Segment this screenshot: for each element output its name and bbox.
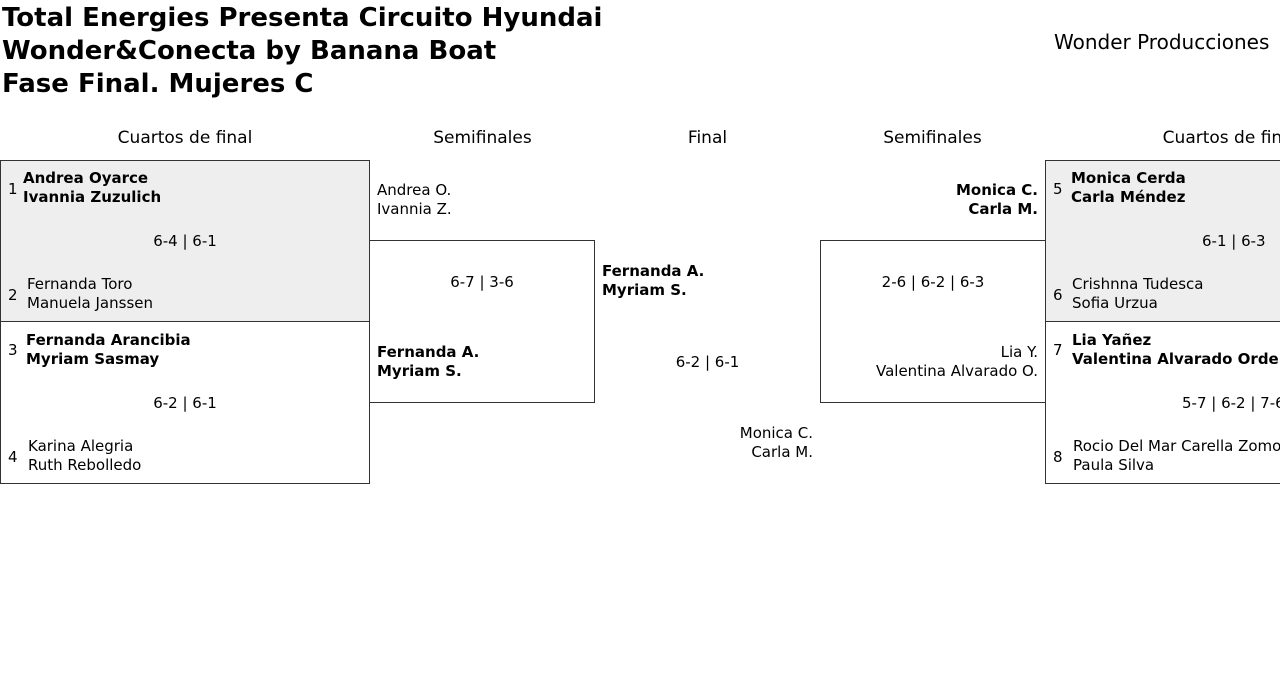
match-score: 2-6 | 6-2 | 6-3 [881,273,985,291]
player-name: Fernanda A. [377,343,480,361]
right-qf-match-2[interactable]: 7 Lia Yañez Valentina Alvarado Ordenes 5… [1045,321,1280,484]
team-a-names: Monica Cerda Carla Méndez [1071,169,1186,207]
seed-number: 3 [8,341,18,359]
player-name: Lia Y. [1000,343,1038,361]
final-team-b: Monica C. Carla M. [640,424,813,462]
right-sf-team-a: Monica C. Carla M. [860,181,1038,219]
left-qf-match-2[interactable]: 3 Fernanda Arancibia Myriam Sasmay 6-2 |… [0,321,370,484]
seed-number: 8 [1053,448,1063,466]
match-score: 6-2 | 6-1 [153,394,217,412]
player-name: Ivannia Z. [377,200,452,218]
seed-number: 6 [1053,286,1063,304]
player-name: Myriam S. [377,362,462,380]
player-name: Rocio Del Mar Carella Zomosa [1073,437,1280,455]
left-sf-match[interactable]: 6-7 | 3-6 Fernanda A. Myriam S. [369,240,595,403]
player-name: Fernanda A. [602,262,705,280]
player-name: Manuela Janssen [27,294,153,312]
left-sf-team-b: Fernanda A. Myriam S. [377,343,479,381]
team-b-names: Crishnna Tudesca Sofia Urzua [1072,275,1204,313]
match-score: 6-7 | 3-6 [450,273,514,291]
player-name: Ivannia Zuzulich [23,188,162,206]
player-name: Fernanda Toro [27,275,133,293]
team-b-names: Rocio Del Mar Carella Zomosa Paula Silva [1073,437,1280,475]
player-name: Monica C. [739,424,813,442]
left-qf-match-1[interactable]: 1 Andrea Oyarce Ivannia Zuzulich 6-4 | 6… [0,160,370,322]
seed-number: 1 [8,180,18,198]
player-name: Paula Silva [1073,456,1155,474]
match-score: 6-4 | 6-1 [153,232,217,250]
round-header-final: Final [687,128,728,148]
left-sf-team-a: Andrea O. Ivannia Z. [377,181,452,219]
player-name: Crishnna Tudesca [1072,275,1204,293]
player-name: Lia Yañez [1072,331,1152,349]
player-name: Carla M. [968,200,1038,218]
team-a-names: Andrea Oyarce Ivannia Zuzulich [23,169,161,207]
player-name: Andrea O. [377,181,452,199]
organizer-name: Wonder Producciones [1054,30,1270,54]
player-name: Carla M. [751,443,813,461]
player-name: Valentina Alvarado O. [876,362,1038,380]
team-b-names: Fernanda Toro Manuela Janssen [27,275,153,313]
round-header-right-semifinals: Semifinales [883,128,982,148]
match-score: 6-1 | 6-3 [1202,232,1266,250]
round-header-left-quarterfinals: Cuartos de final [117,128,253,148]
player-name: Andrea Oyarce [23,169,149,187]
team-a-names: Fernanda Arancibia Myriam Sasmay [26,331,191,369]
player-name: Carla Méndez [1071,188,1186,206]
round-header-right-quarterfinals: Cuartos de final [1162,128,1280,148]
round-header-left-semifinals: Semifinales [433,128,532,148]
right-sf-match[interactable]: 2-6 | 6-2 | 6-3 Lia Y. Valentina Alvarad… [820,240,1046,403]
right-sf-team-b: Lia Y. Valentina Alvarado O. [841,343,1038,381]
seed-number: 4 [8,448,18,466]
seed-number: 2 [8,286,18,304]
team-b-names: Karina Alegria Ruth Rebolledo [28,437,141,475]
page-title: Total Energies Presenta Circuito Hyundai… [2,3,603,99]
player-name: Karina Alegria [28,437,134,455]
final-score: 6-2 | 6-1 [675,353,740,371]
player-name: Monica C. [956,181,1038,199]
player-name: Ruth Rebolledo [28,456,142,474]
seed-number: 5 [1053,180,1063,198]
team-a-names: Lia Yañez Valentina Alvarado Ordenes [1072,331,1280,369]
match-score: 5-7 | 6-2 | 7-6 [1182,394,1280,412]
player-name: Myriam S. [602,281,687,299]
player-name: Sofia Urzua [1072,294,1158,312]
player-name: Valentina Alvarado Ordenes [1072,350,1280,368]
final-team-a: Fernanda A. Myriam S. [602,262,704,300]
player-name: Myriam Sasmay [26,350,160,368]
right-qf-match-1[interactable]: 5 Monica Cerda Carla Méndez 6-1 | 6-3 6 … [1045,160,1280,322]
player-name: Monica Cerda [1071,169,1186,187]
player-name: Fernanda Arancibia [26,331,191,349]
seed-number: 7 [1053,341,1063,359]
